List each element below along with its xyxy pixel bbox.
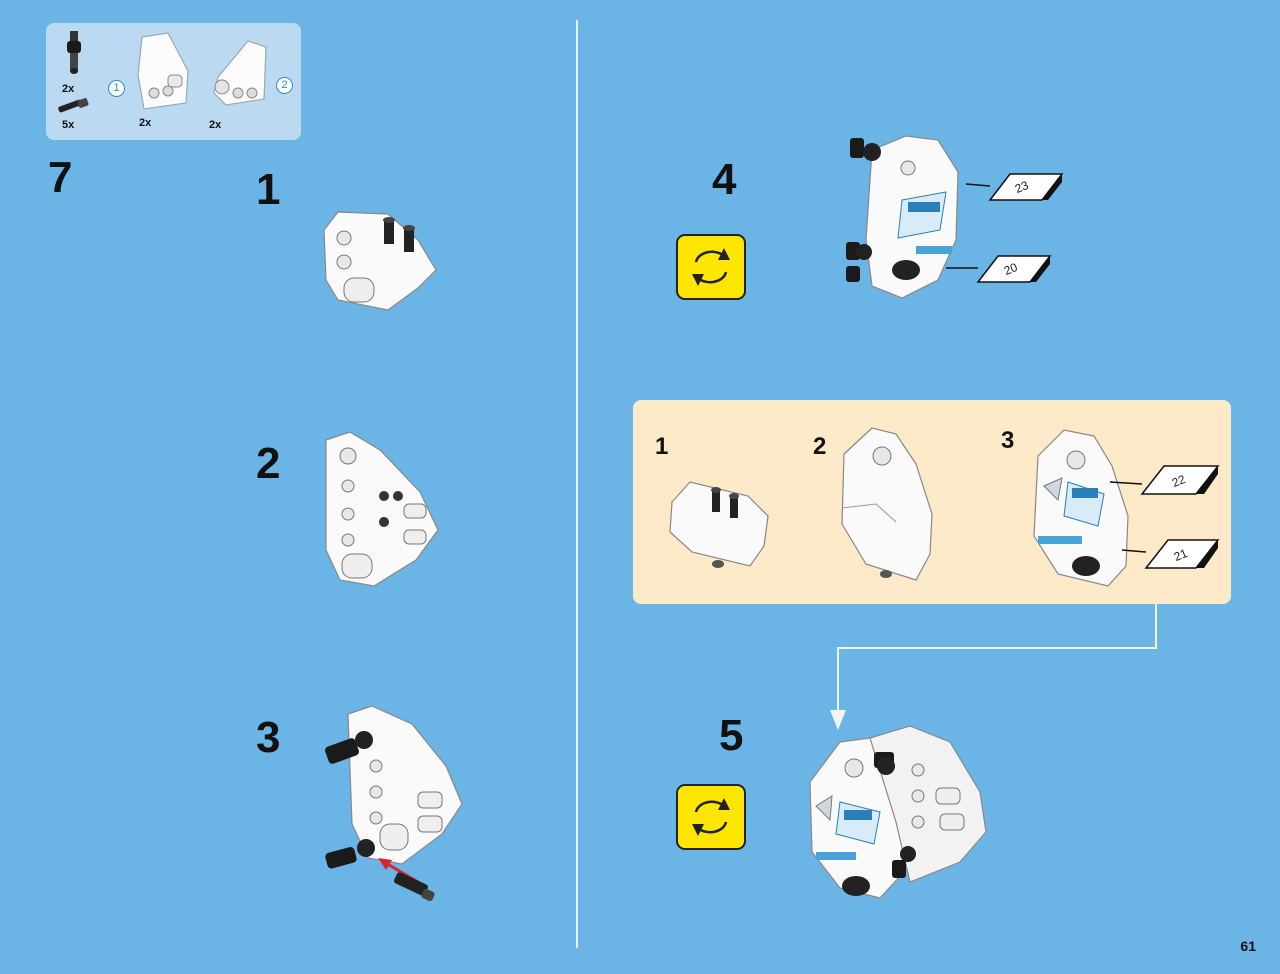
sub-step-number: 2	[813, 433, 827, 460]
sticker-callout-line	[946, 255, 1052, 283]
page-number: 61	[1240, 938, 1256, 954]
part-qty: 2x	[62, 83, 75, 95]
sub-assembly-connector-arrow	[830, 604, 1157, 730]
sub-step-number: 1	[655, 433, 669, 460]
callout-marker: 2	[276, 77, 293, 94]
sticker-callout-line	[1121, 539, 1220, 569]
assembly-step-3	[325, 705, 463, 902]
rotate-model-icon	[676, 784, 746, 850]
part-qty: 5x	[62, 119, 75, 131]
panel-part-right	[213, 40, 267, 106]
assembly-step-2	[325, 431, 439, 587]
step-number: 2	[256, 439, 281, 488]
axle-pin-part	[67, 31, 81, 74]
sub-assembly-step-2	[841, 427, 933, 581]
callout-marker: 1	[108, 80, 125, 97]
sub-assembly-step-1	[669, 481, 769, 568]
sticker-callout-line	[965, 173, 1064, 201]
page-divider	[576, 20, 578, 948]
assembly-step-4	[846, 135, 959, 299]
sub-step-number: 3	[1001, 427, 1015, 454]
friction-pin-part	[58, 98, 89, 113]
step-number: 5	[719, 711, 744, 760]
part-qty: 2x	[209, 119, 222, 131]
sticker-callout-line	[1109, 465, 1220, 495]
step-number: 1	[256, 165, 281, 214]
main-step-number: 7	[48, 153, 73, 202]
panel-part-left	[137, 32, 189, 110]
assembly-step-1	[323, 211, 437, 311]
rotate-arrows-icon	[692, 798, 730, 836]
step-number: 4	[712, 155, 737, 204]
sub-assembly-step-3	[1033, 429, 1129, 587]
assembly-step-5	[809, 725, 987, 899]
rotate-model-icon	[676, 234, 746, 300]
part-qty: 2x	[139, 117, 152, 129]
rotate-arrows-icon	[692, 248, 730, 286]
parts-list-box: 2x 5x 1 2x 2 2x	[46, 23, 301, 140]
step-number: 3	[256, 713, 281, 762]
